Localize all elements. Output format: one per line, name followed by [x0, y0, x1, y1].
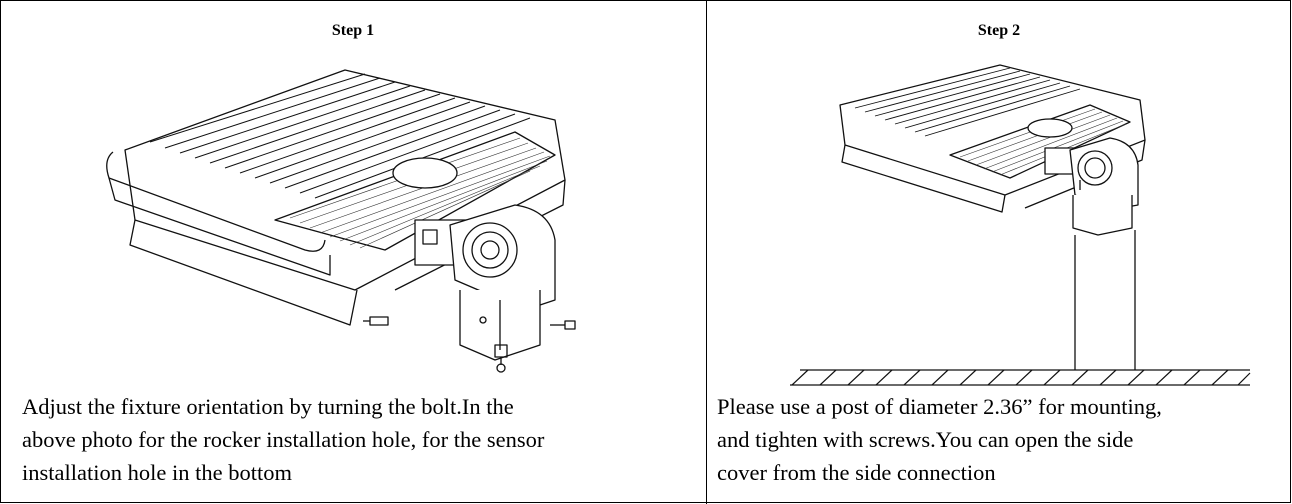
- step1-title: Step 1: [331, 22, 375, 39]
- step2-caption-line: Please use a post of diameter 2.36” for …: [717, 394, 1162, 419]
- step2-caption: Please use a post of diameter 2.36” for …: [717, 390, 1162, 489]
- step1-caption-line: installation hole in the bottom: [22, 460, 292, 485]
- step2-caption-line: cover from the side connection: [717, 460, 996, 485]
- column-divider: [706, 0, 707, 504]
- fixture-on-post-illustration: [790, 64, 1251, 386]
- step2-caption-line: and tighten with screws.You can open the…: [717, 427, 1134, 452]
- step1-caption-line: above photo for the rocker installation …: [22, 427, 545, 452]
- fixture-exploded-illustration: [106, 69, 576, 373]
- step1-caption: Adjust the fixture orientation by turnin…: [22, 390, 544, 489]
- step1-caption-line: Adjust the fixture orientation by turnin…: [22, 394, 514, 419]
- step2-title: Step 2: [977, 22, 1021, 39]
